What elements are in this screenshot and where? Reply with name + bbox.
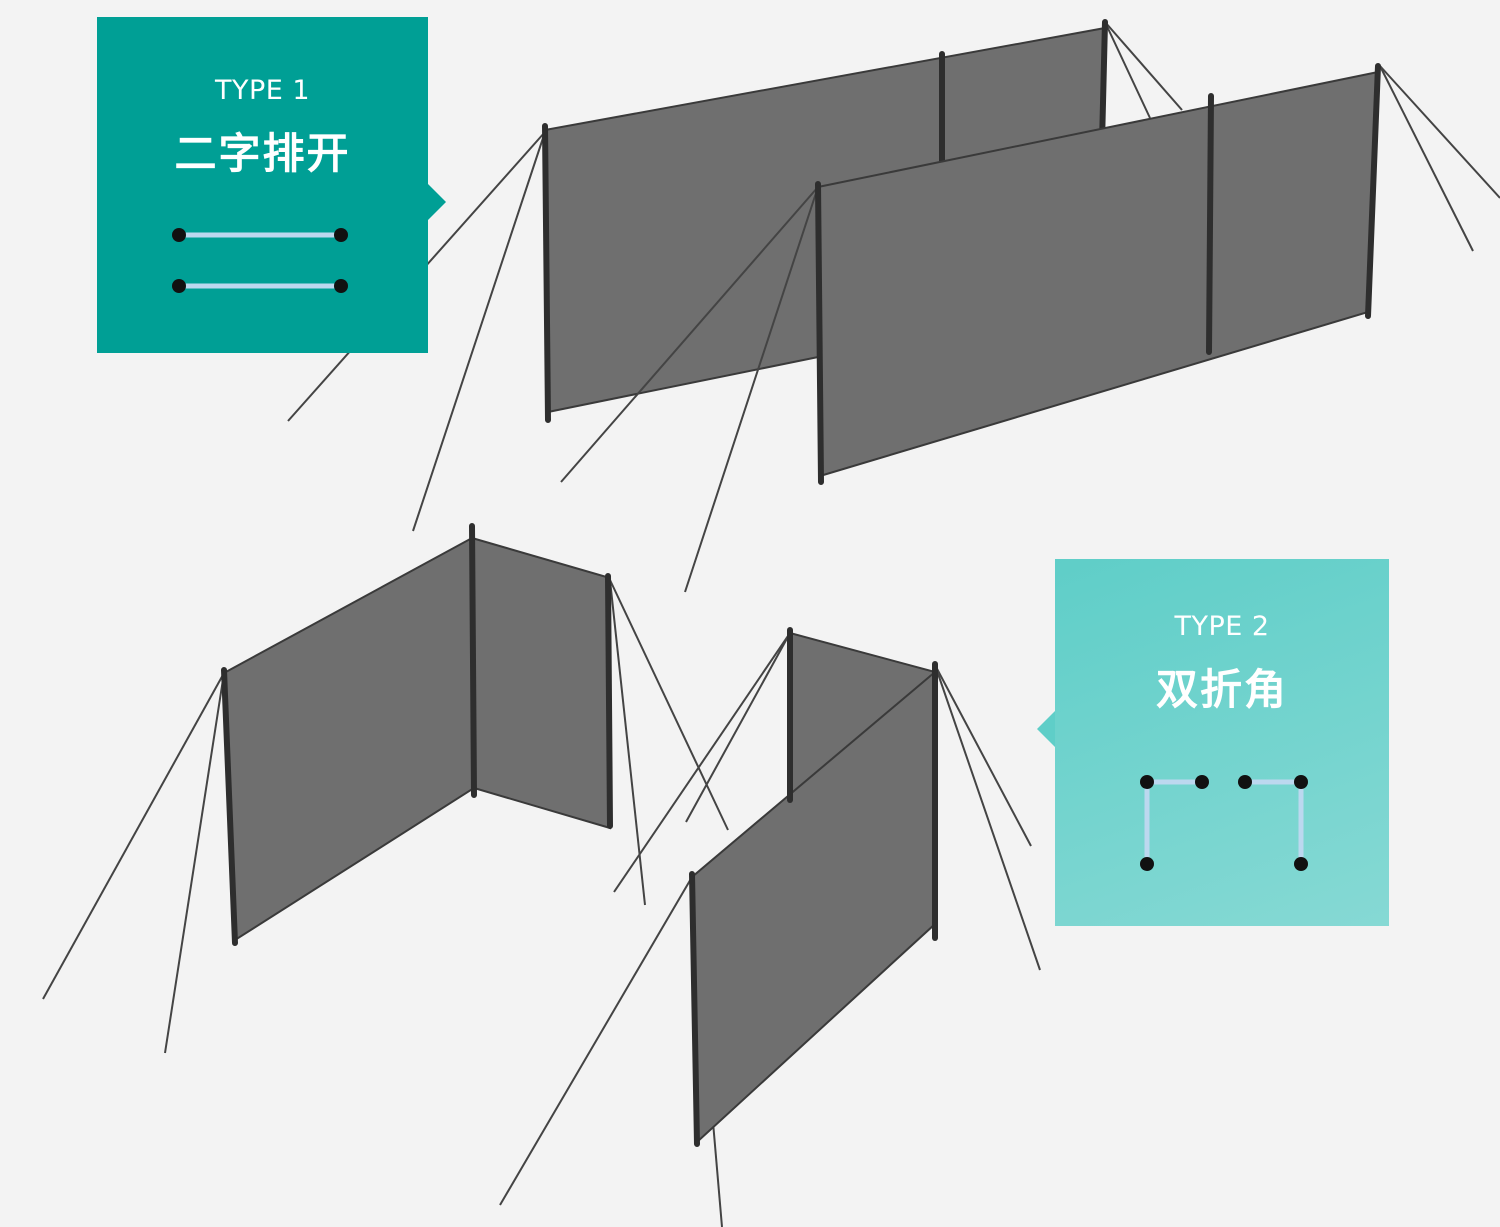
type2-folded-layout <box>42 523 1041 1227</box>
windscreen-pole <box>689 627 938 1147</box>
type-label: TYPE 2 <box>1174 611 1270 642</box>
double-folded-corner-icon <box>1140 775 1308 871</box>
type1-straight-layout <box>287 19 1500 593</box>
type-title: 二字排开 <box>174 129 351 178</box>
guy-lines <box>560 186 819 593</box>
windscreen-pole <box>815 63 1381 485</box>
callout-pointer <box>1037 711 1055 747</box>
guy-lines <box>499 632 1041 1227</box>
windscreen-pole <box>221 523 613 946</box>
type-label: TYPE 1 <box>214 75 311 106</box>
windscreen-panel <box>470 536 611 830</box>
callout-pointer <box>428 184 446 220</box>
guy-lines <box>42 579 729 1054</box>
type-title: 双折角 <box>1155 665 1288 714</box>
windscreen-panel <box>222 536 476 942</box>
callout-type1: TYPE 1 二字排开 <box>97 17 446 353</box>
callout-type2: TYPE 2 双折角 <box>1037 559 1389 926</box>
two-parallel-lines-icon <box>172 228 348 293</box>
